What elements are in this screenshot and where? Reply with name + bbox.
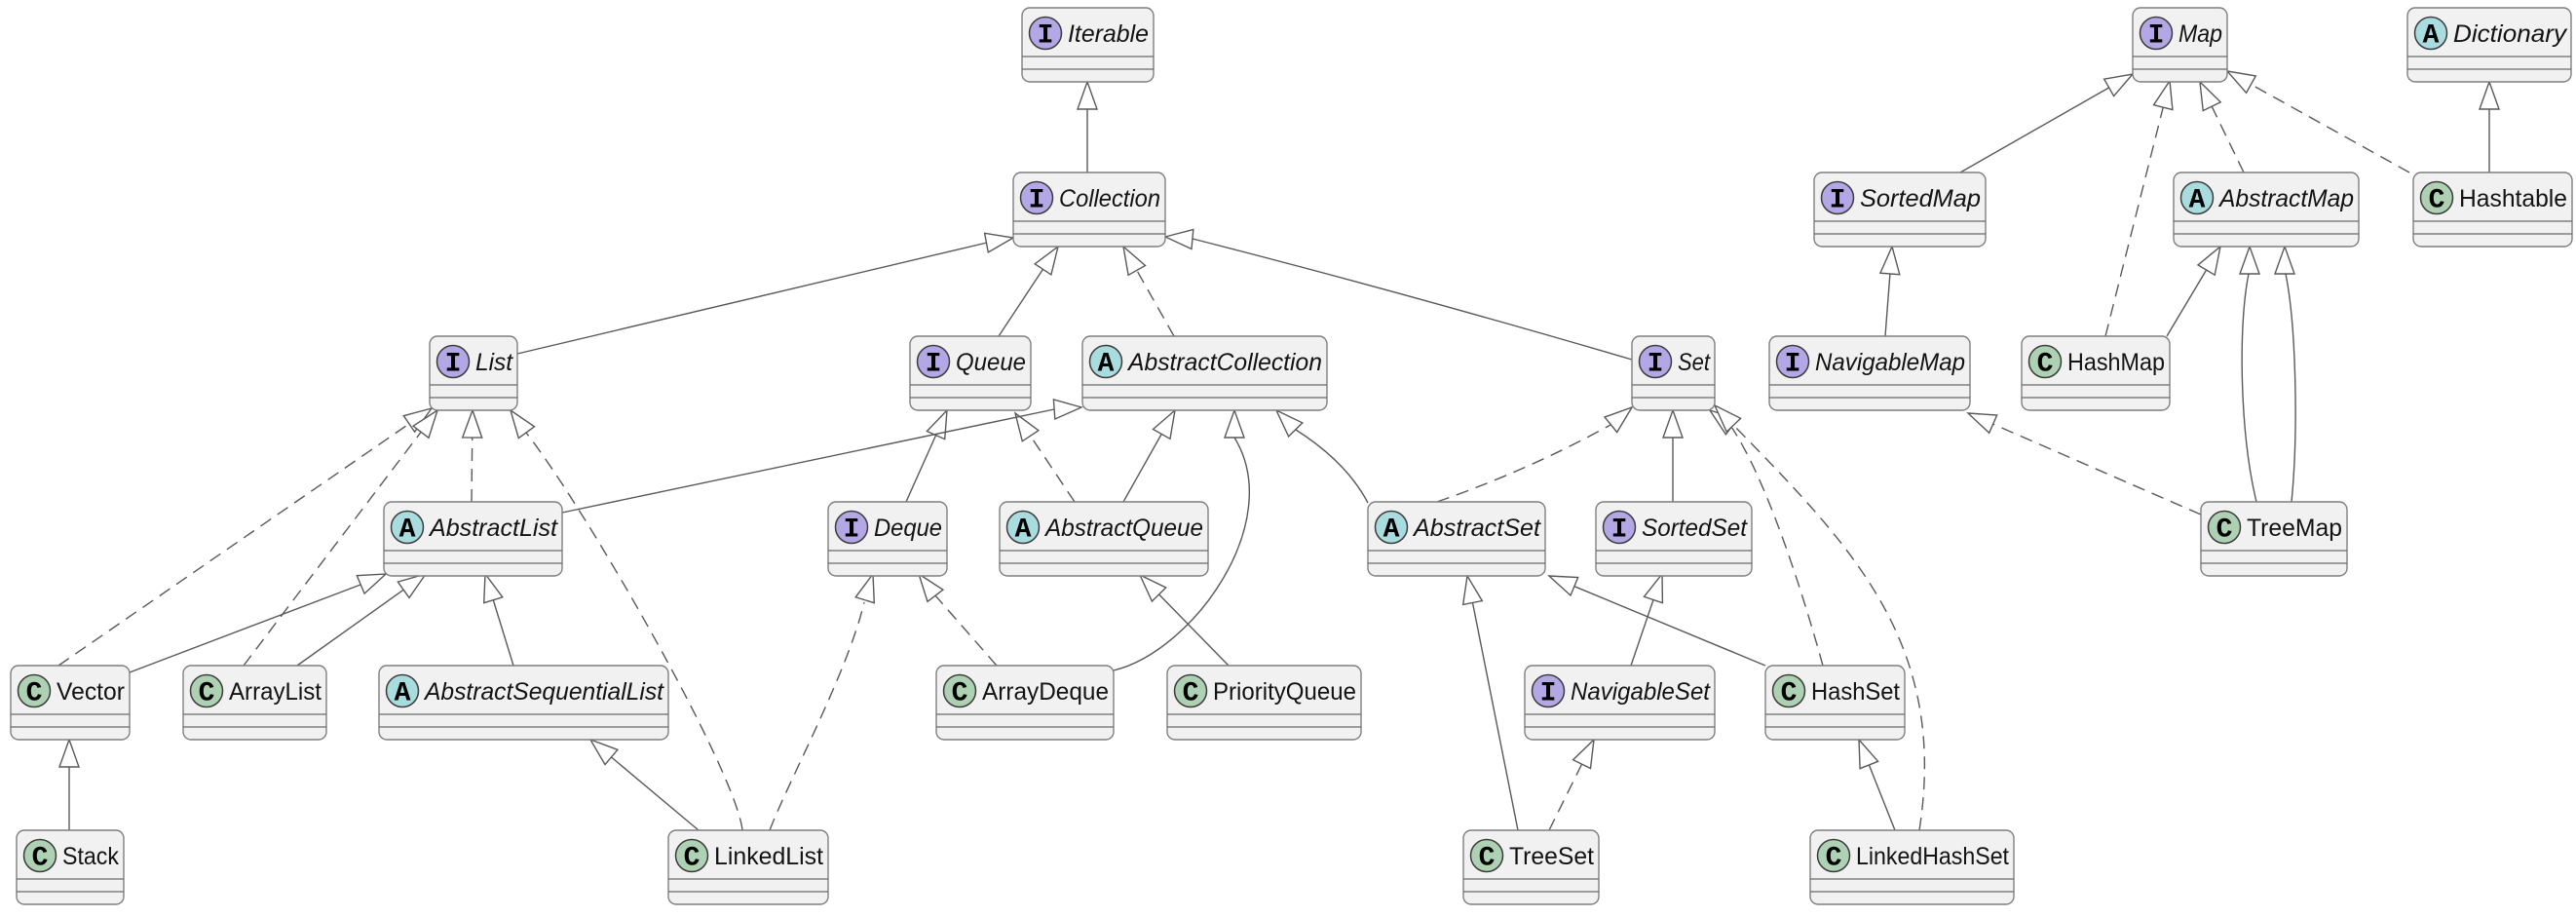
svg-text:I: I [1540,679,1557,709]
svg-text:Hashtable: Hashtable [2459,185,2567,212]
svg-text:C: C [2037,350,2054,380]
svg-text:A: A [399,516,416,546]
svg-text:LinkedHashSet: LinkedHashSet [1856,843,2009,870]
svg-text:TreeSet: TreeSet [1509,843,1594,870]
svg-text:Stack: Stack [62,843,119,870]
svg-text:C: C [199,679,215,709]
svg-text:AbstractMap: AbstractMap [2217,185,2354,212]
svg-text:SortedMap: SortedMap [1860,185,1981,212]
svg-text:AbstractSet: AbstractSet [1412,515,1541,542]
svg-text:C: C [952,679,968,709]
svg-text:Vector: Vector [57,678,125,706]
svg-text:C: C [684,844,701,874]
svg-text:Set: Set [1678,349,1711,376]
svg-text:C: C [1826,844,1842,874]
svg-text:I: I [445,350,462,380]
svg-text:Dictionary: Dictionary [2453,20,2568,48]
svg-text:HashSet: HashSet [1811,678,1900,706]
svg-text:C: C [26,679,43,709]
svg-text:ArrayList: ArrayList [229,678,322,706]
svg-text:AbstractList: AbstractList [428,515,558,542]
svg-text:I: I [1611,516,1628,546]
svg-text:I: I [1648,350,1664,380]
svg-text:A: A [2423,21,2440,52]
svg-text:Map: Map [2178,20,2222,48]
svg-text:AbstractSequentialList: AbstractSequentialList [423,678,664,706]
svg-text:NavigableMap: NavigableMap [1815,349,1965,376]
svg-text:C: C [1781,679,1798,709]
svg-text:A: A [1015,516,1032,546]
svg-text:C: C [32,844,49,874]
svg-text:Queue: Queue [956,349,1026,376]
svg-text:I: I [2148,21,2165,52]
svg-text:I: I [1830,186,1846,216]
svg-text:C: C [2216,516,2233,546]
svg-text:HashMap: HashMap [2067,349,2165,376]
svg-text:I: I [844,516,860,546]
svg-text:Deque: Deque [874,515,942,542]
svg-text:A: A [2189,186,2206,216]
svg-text:I: I [1038,21,1054,52]
svg-text:AbstractQueue: AbstractQueue [1043,515,1203,542]
svg-text:A: A [1383,516,1400,546]
svg-text:I: I [1785,350,1801,380]
svg-text:Iterable: Iterable [1068,20,1149,48]
svg-text:NavigableSet: NavigableSet [1571,678,1711,706]
svg-text:List: List [475,349,513,376]
svg-text:I: I [1029,186,1045,216]
svg-text:LinkedList: LinkedList [714,843,823,870]
svg-text:A: A [1098,350,1115,380]
svg-text:AbstractCollection: AbstractCollection [1126,349,1322,376]
svg-text:I: I [926,350,942,380]
svg-text:PriorityQueue: PriorityQueue [1213,678,1356,706]
svg-text:Collection: Collection [1059,185,1160,212]
svg-text:ArrayDeque: ArrayDeque [982,678,1109,706]
svg-text:C: C [2429,186,2445,216]
svg-text:SortedSet: SortedSet [1642,515,1748,542]
svg-text:C: C [1183,679,1199,709]
svg-text:TreeMap: TreeMap [2247,515,2342,542]
svg-text:C: C [1479,844,1496,874]
svg-text:A: A [395,679,411,709]
